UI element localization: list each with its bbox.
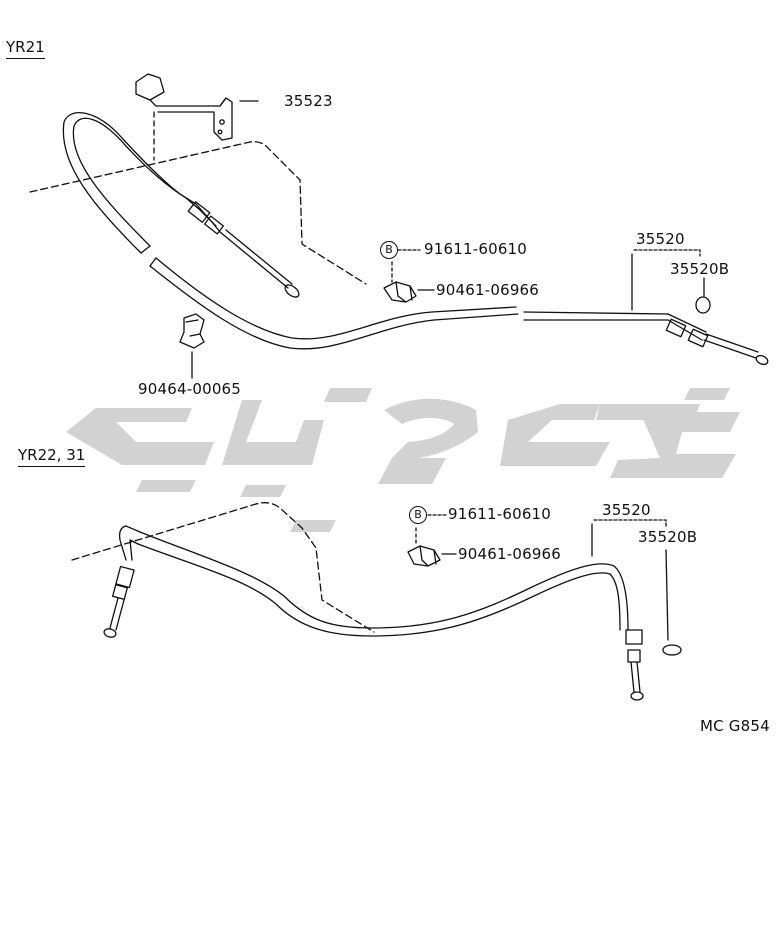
part-label-bolt-top: 91611-60610 xyxy=(424,240,528,258)
bracket-mark-35520B-top xyxy=(633,249,701,257)
part-label-clamp-top: 90461-06966 xyxy=(436,281,540,299)
bracket-mark-35520B-bottom xyxy=(593,519,667,527)
section-label-yr21: YR21 xyxy=(6,40,45,59)
ring-35520B-top xyxy=(695,296,711,314)
cable-end-fitting-bottom-left xyxy=(103,565,135,638)
bracket-35523 xyxy=(135,73,233,141)
part-label-ring-bottom: 35520B xyxy=(638,528,698,546)
part-label-cable-bottom: 35520 xyxy=(602,501,651,519)
cable-sheath-bottom xyxy=(118,525,629,637)
leader-ring-bottom xyxy=(665,549,669,641)
reference-line-top xyxy=(29,141,367,285)
section-label-yr22-31: YR22, 31 xyxy=(18,448,86,467)
part-label-clamp-bottom: 90461-06966 xyxy=(458,545,562,563)
part-label-bolt-bottom: 91611-60610 xyxy=(448,505,552,523)
part-label-ring-top: 35520B xyxy=(670,260,730,278)
cable-end-fitting-bottom-right xyxy=(625,629,644,701)
part-label-35523: 35523 xyxy=(284,92,333,110)
cable-end-fitting-top-left xyxy=(179,193,300,298)
clamp-top xyxy=(383,281,417,303)
part-label-cable-top: 35520 xyxy=(636,230,685,248)
figure-code: MC G854 xyxy=(700,717,770,735)
part-label-clip: 90464-00065 xyxy=(138,380,242,398)
bolt-marker-bottom: B xyxy=(409,506,427,524)
clamp-bottom xyxy=(407,545,441,567)
watermark-logo xyxy=(66,388,740,532)
cable-sheath-top xyxy=(62,112,669,350)
bolt-marker-top: B xyxy=(380,241,398,259)
ring-35520B-bottom xyxy=(662,644,682,656)
reference-line-bottom xyxy=(71,502,375,633)
clip-90464 xyxy=(179,313,205,349)
cable-end-fitting-top-right xyxy=(665,313,769,366)
